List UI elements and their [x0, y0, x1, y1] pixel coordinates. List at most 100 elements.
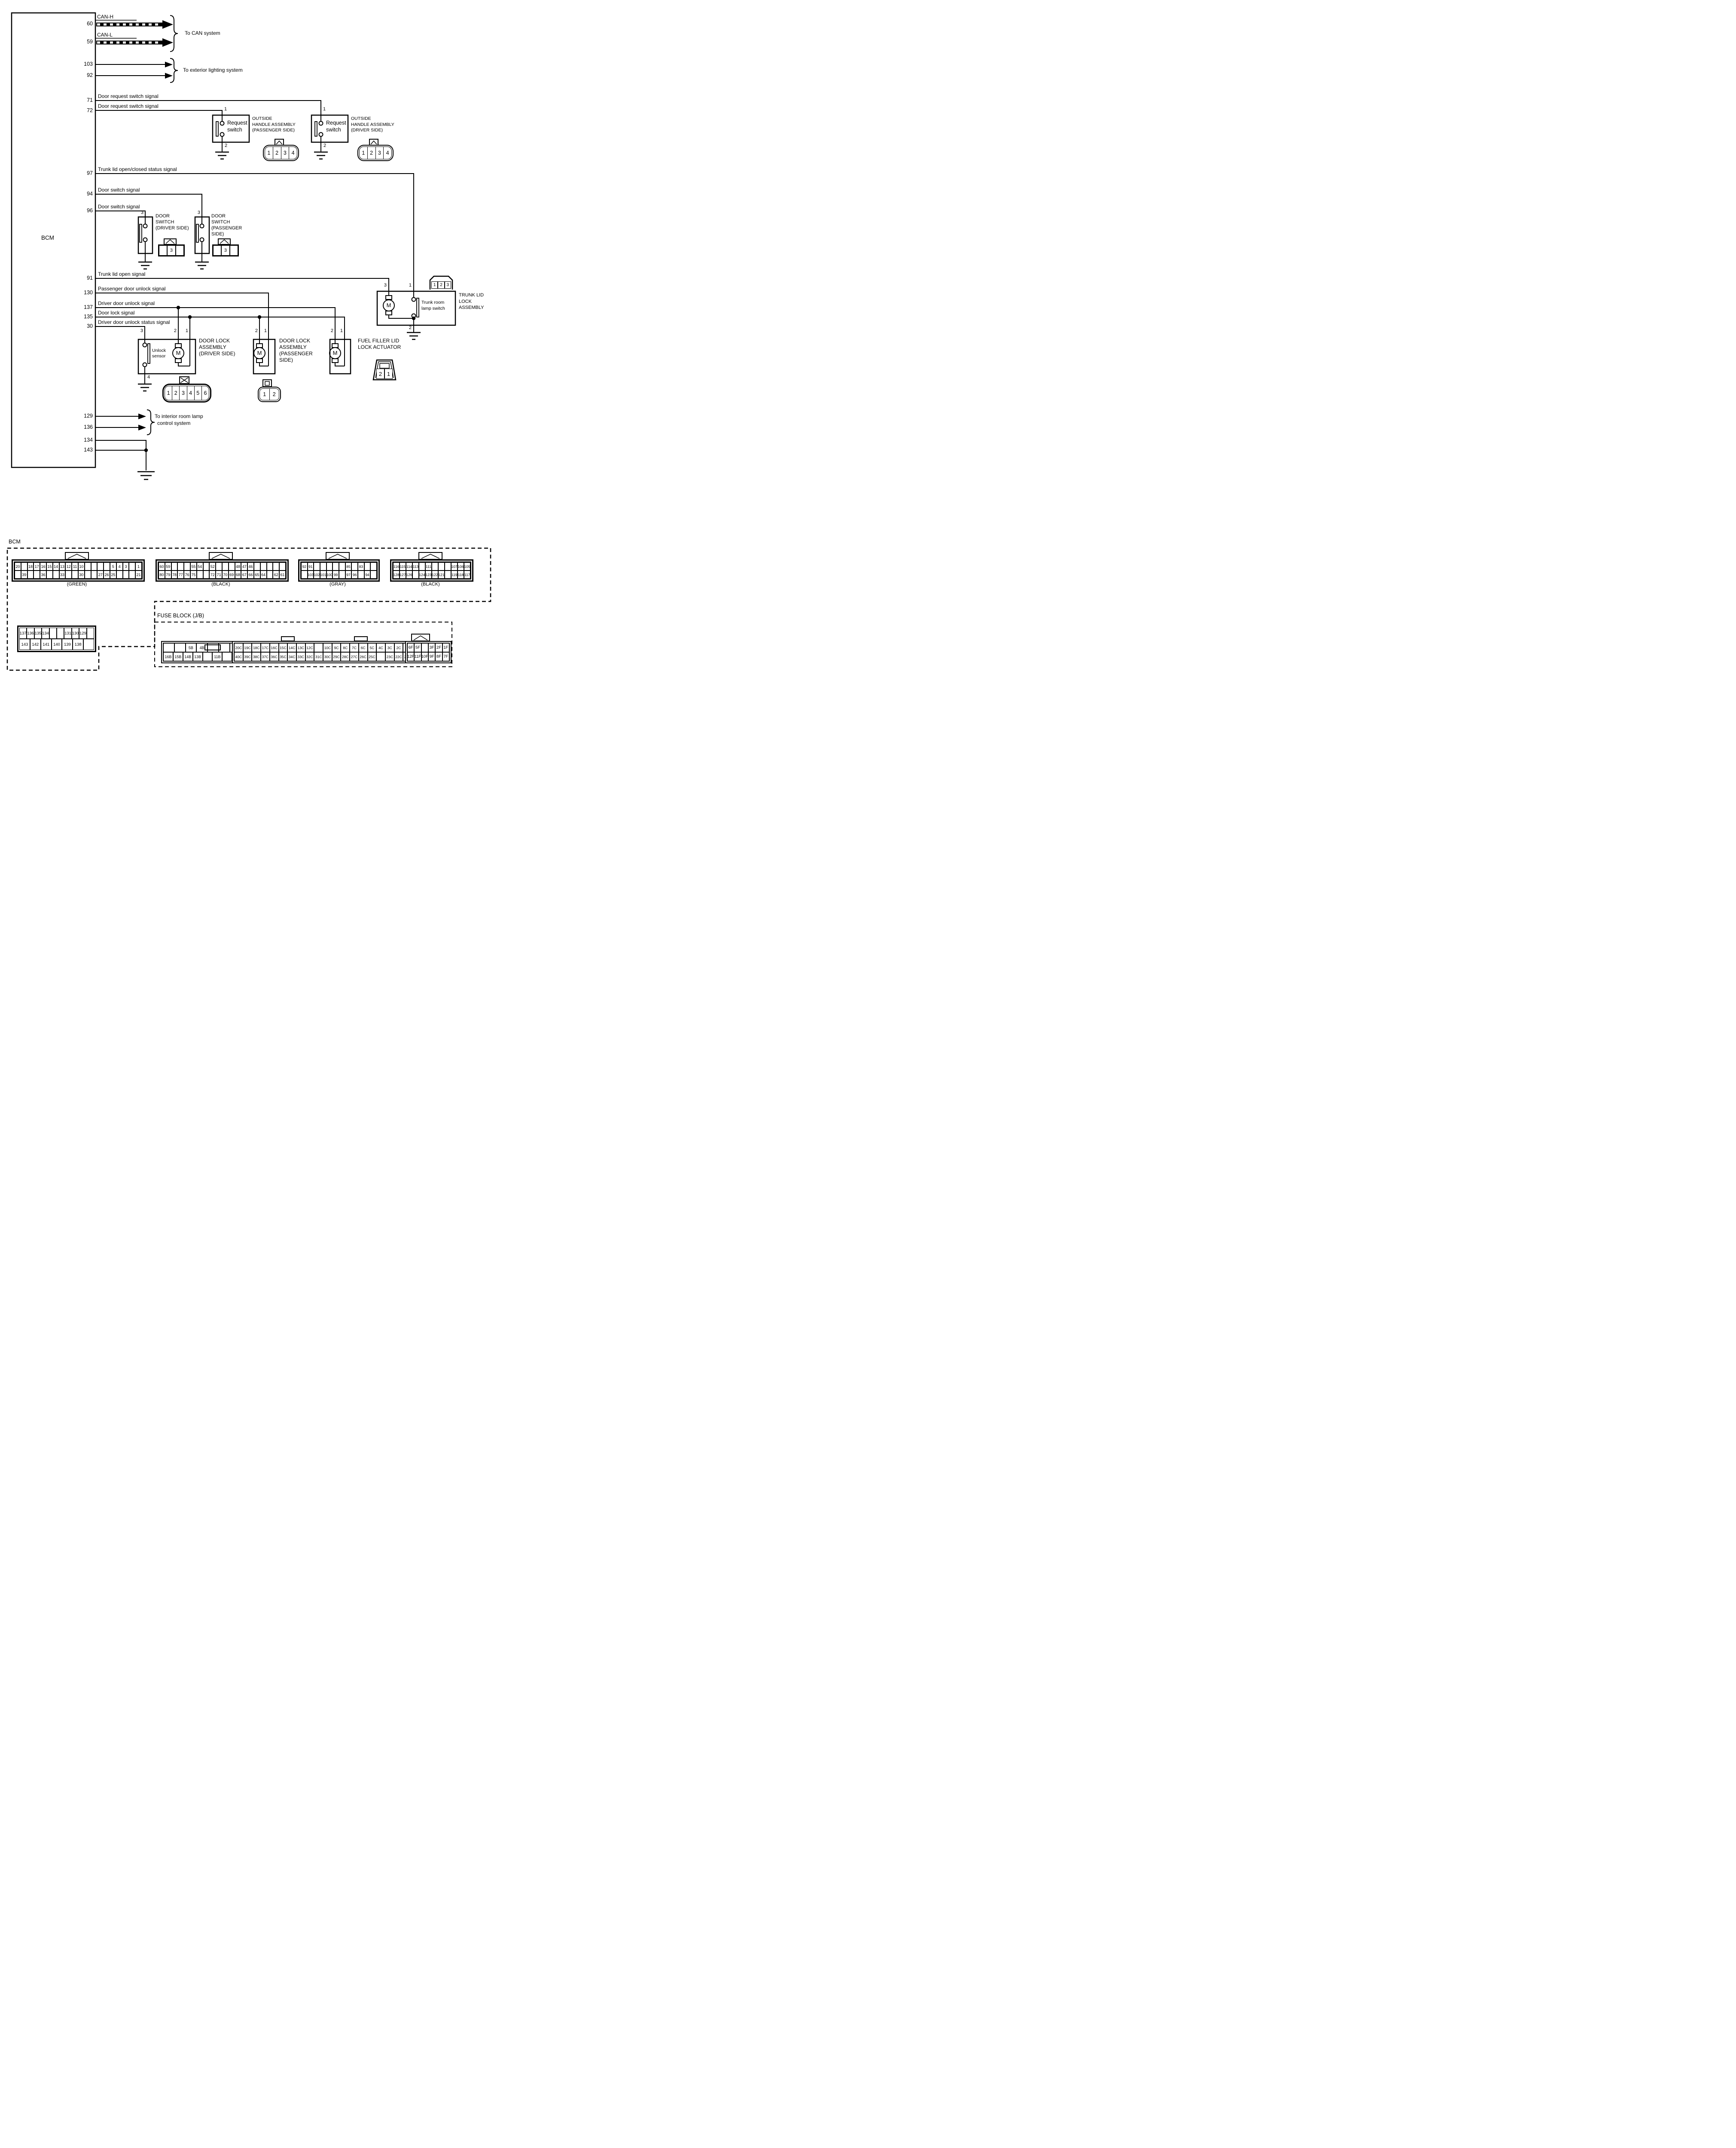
wire-94 — [95, 194, 202, 217]
outside-handle-passenger-label: OUTSIDE HANDLE ASSEMBLY (PASSENGER SIDE) — [252, 116, 296, 133]
label-door-switch-94: Door switch signal — [98, 187, 140, 193]
black2-label: (BLACK) — [421, 582, 440, 587]
exterior-lighting-wires — [95, 61, 173, 79]
request-sw1-pin2: 2 — [225, 143, 228, 148]
door-sw-driver-label: DOOR SWITCH (DRIVER SIDE) — [156, 214, 189, 231]
pin-30: 30 — [87, 323, 93, 329]
drv-lock-pin4: 4 — [147, 375, 150, 380]
wire-135 — [95, 317, 345, 339]
pin-103: 103 — [84, 61, 93, 67]
fuse-block-label: FUSE BLOCK (J/B) — [157, 613, 204, 619]
wire-130 — [95, 293, 269, 339]
trunk-assembly-label: TRUNK LID LOCK ASSEMBLY — [459, 293, 484, 310]
drv-lock-motor-m: M — [176, 350, 181, 356]
fuel-pin1: 1 — [340, 328, 343, 333]
request-sw2-pin1: 1 — [323, 107, 326, 112]
door-switch-driver-symbol — [137, 216, 153, 262]
label-to-interior-1: To interior room lamp — [155, 413, 203, 419]
request-switch-passenger — [212, 114, 250, 152]
green-label: (GREEN) — [67, 582, 87, 587]
trunk-room-lamp-switch-label: Trunk room lamp switch — [421, 300, 445, 311]
passenger-lock-assembly-symbol — [253, 339, 276, 387]
pin-71: 71 — [87, 97, 93, 103]
pin-92: 92 — [87, 72, 93, 78]
door-sw-passenger-connector: 3 — [212, 244, 239, 256]
trunk-pin3: 3 — [384, 283, 387, 288]
fuel-actuator-label: FUEL FILLER LID LOCK ACTUATOR — [358, 338, 401, 350]
drv-lock-assembly-label: DOOR LOCK ASSEMBLY (DRIVER SIDE) — [199, 338, 235, 357]
label-passenger-unlock: Passenger door unlock signal — [98, 286, 166, 292]
door-sw-passenger-pin3: 3 — [197, 210, 200, 215]
pin-129: 129 — [84, 413, 93, 419]
pass-lock-assembly-label: DOOR LOCK ASSEMBLY (PASSENGER SIDE) — [279, 338, 313, 363]
trunk-pin2: 2 — [409, 325, 412, 330]
label-can-l: CAN-L — [97, 32, 113, 38]
pin-97: 97 — [87, 170, 93, 176]
trunk-pin1: 1 — [409, 283, 412, 288]
fuse-dashed-boundary — [154, 622, 452, 667]
black1-label: (BLACK) — [211, 582, 230, 587]
bcm-label: BCM — [41, 235, 54, 241]
wire-96 — [95, 211, 146, 217]
pass-lock-motor-m: M — [257, 350, 262, 356]
pin-72: 72 — [87, 107, 93, 113]
request-sw1-pin1: 1 — [224, 107, 227, 112]
can-bus-wires — [95, 20, 173, 47]
pass-lock-pin2: 2 — [255, 328, 258, 333]
ground-icons — [137, 151, 421, 480]
trunk-lock-assembly-symbol — [376, 275, 456, 333]
wiring-lines — [6, 12, 491, 671]
label-door-switch-96: Door switch signal — [98, 204, 140, 210]
label-driver-unlock-status: Driver door unlock status signal — [98, 319, 170, 325]
wire-72 — [95, 110, 223, 115]
bcm-box — [11, 12, 96, 468]
label-door-request-72: Door request switch signal — [98, 103, 159, 109]
driver-lock-assembly-symbol — [137, 339, 196, 384]
label-trunk-status: Trunk lid open/closed status signal — [98, 166, 177, 172]
fuel-pin2: 2 — [330, 328, 333, 333]
fuel-filler-actuator-symbol — [329, 339, 397, 381]
pin-59: 59 — [87, 39, 93, 45]
drv-lock-pin3: 3 — [140, 328, 143, 333]
wire-30 — [95, 326, 145, 339]
fuse-b-slot — [204, 644, 221, 650]
label-to-interior-2: control system — [157, 420, 191, 426]
label-to-exterior: To exterior lighting system — [183, 67, 243, 73]
wire-137 — [95, 307, 336, 339]
pin-143: 143 — [84, 447, 93, 453]
request-sw2-pin2: 2 — [323, 143, 326, 148]
pin-130: 130 — [84, 290, 93, 296]
brace-icons — [146, 15, 178, 435]
drv-lock-pin1: 1 — [185, 328, 188, 333]
pin-94: 94 — [87, 191, 93, 197]
pin-96: 96 — [87, 207, 93, 214]
label-trunk-open: Trunk lid open signal — [98, 271, 146, 277]
pin-60: 60 — [87, 21, 93, 27]
pin-91: 91 — [87, 275, 93, 281]
unlock-sensor-label: Unlock sensor — [152, 348, 166, 359]
label-driver-unlock: Driver door unlock signal — [98, 300, 155, 306]
door-sw-driver-pin3: 3 — [140, 210, 143, 215]
wire-134-143 — [95, 440, 146, 470]
pin-135: 135 — [84, 314, 93, 320]
label-to-can: To CAN system — [185, 30, 220, 36]
label-can-h: CAN-H — [97, 14, 113, 20]
wire-97 — [95, 173, 414, 291]
drv-lock-pin2: 2 — [174, 328, 177, 333]
bcm-bottom-label: BCM — [9, 539, 21, 545]
gray-label: (GRAY) — [330, 582, 346, 587]
pin-137: 137 — [84, 304, 93, 310]
